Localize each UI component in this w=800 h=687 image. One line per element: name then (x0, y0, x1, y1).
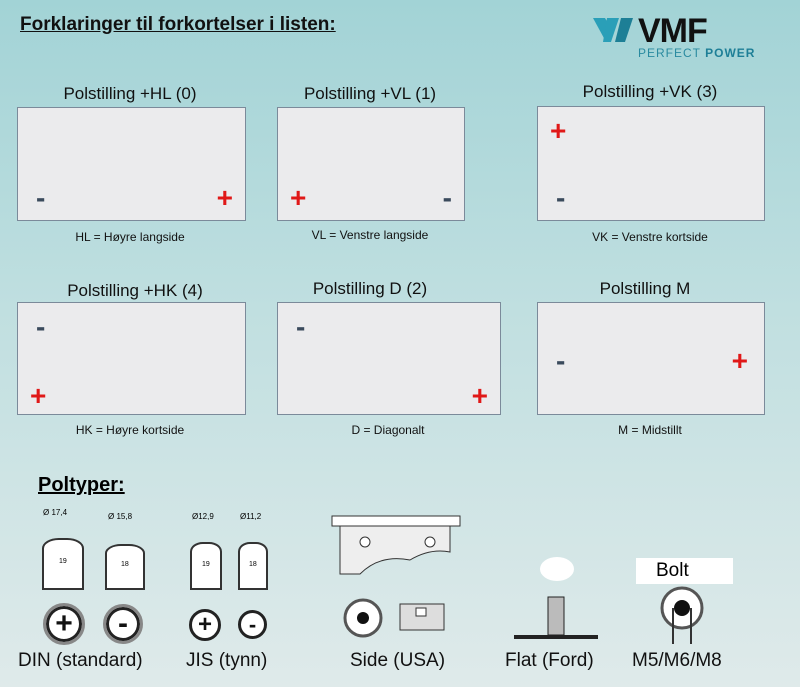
bolt-label: M5/M6/M8 (632, 650, 722, 671)
diagram-title-vl: Polstilling +VL (1) (303, 84, 437, 103)
caption-m: M = Midstillt (618, 423, 682, 437)
diagram-title-hl: Polstilling +HL (0) (63, 84, 197, 103)
bolt-terminal-icon (660, 586, 704, 644)
side-terminal-icon (331, 515, 461, 638)
jis-minus-terminal-icon: 18 (238, 542, 268, 590)
diagram-hl: -+ (17, 107, 246, 221)
caption-vl: VL = Venstre langside (311, 228, 429, 242)
diagram-title-hk: Polstilling +HK (4) (67, 281, 203, 300)
jis-label: JIS (tynn) (186, 650, 268, 671)
vmf-logo-icon (593, 18, 633, 42)
poltyper-heading: Poltyper: (38, 474, 125, 496)
din-minus-dim: Ø 15,8 (108, 512, 133, 521)
caption-hk: HK = Høyre kortside (75, 423, 185, 437)
bolt-tag: Bolt (636, 558, 733, 584)
din-label: DIN (standard) (18, 650, 143, 671)
din-plus-dim: Ø 17,4 (43, 508, 68, 517)
diagram-title-vk: Polstilling +VK (3) (582, 82, 718, 101)
caption-d: D = Diagonalt (351, 423, 425, 437)
diagram-d: -+ (277, 302, 501, 415)
diagram-title-m: Polstilling M (599, 279, 691, 298)
caption-hl: HL = Høyre langside (75, 230, 185, 244)
diagram-m: -+ (537, 302, 765, 415)
din-plus-symbol-icon: + (43, 603, 85, 645)
diagram-hk: -+ (17, 302, 246, 415)
logo-brand: VMF (638, 12, 708, 50)
jis-minus-symbol-icon: - (238, 610, 267, 639)
flat-terminal-icon (514, 557, 598, 639)
diagram-vk: +- (537, 106, 765, 221)
caption-vk: VK = Venstre kortside (592, 230, 708, 244)
din-minus-symbol-icon: - (103, 604, 143, 644)
logo-tagline: PERFECT POWER (638, 46, 756, 60)
diagram-vl: +- (277, 107, 465, 221)
page-heading: Forklaringer til forkortelser i listen: (20, 14, 336, 35)
diagram-title-d: Polstilling D (2) (312, 279, 428, 298)
jis-plus-dim: Ø12,9 (192, 512, 214, 521)
jis-plus-terminal-icon: 19 (190, 542, 222, 590)
din-minus-terminal-icon: 18 (105, 544, 145, 590)
side-label: Side (USA) (350, 650, 446, 671)
flat-label: Flat (Ford) (505, 650, 594, 671)
jis-plus-symbol-icon: + (189, 609, 221, 641)
din-plus-terminal-icon: 19 (42, 538, 84, 590)
jis-minus-dim: Ø11,2 (240, 512, 262, 521)
